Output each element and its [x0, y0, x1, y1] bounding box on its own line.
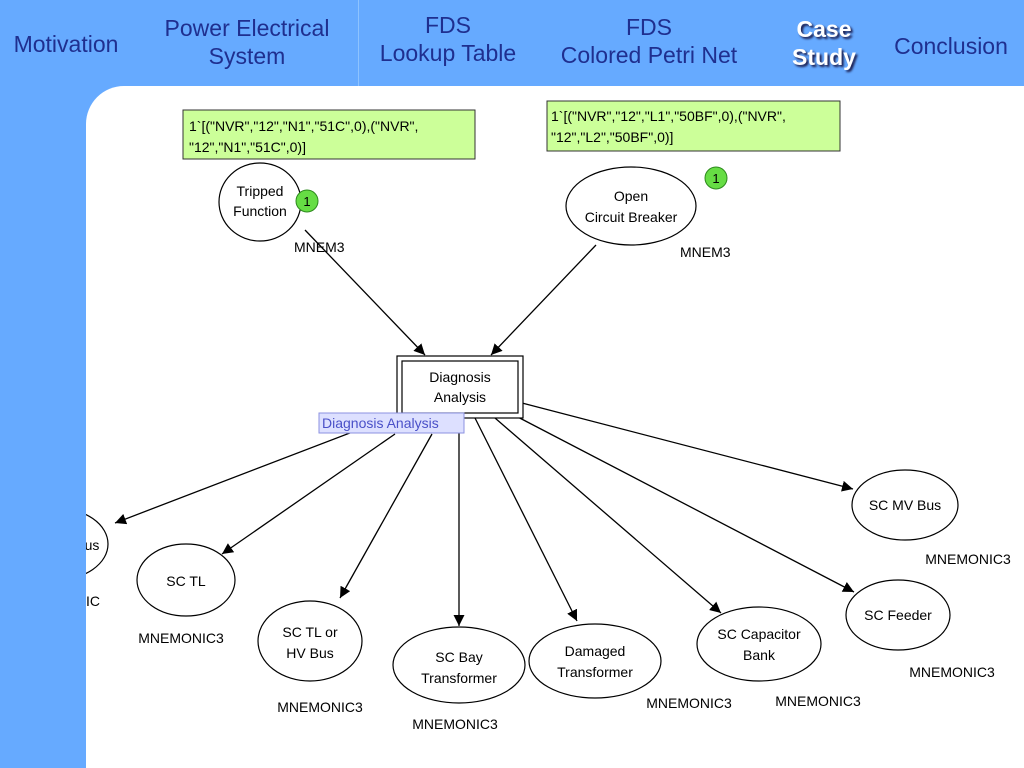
place-capacitor-line2: Bank — [743, 647, 776, 663]
navigation-bar: Motivation Power Electrical System FDS L… — [0, 0, 1024, 86]
token-count-tripped-label: 1 — [303, 194, 310, 209]
nav-motivation-label: Motivation — [13, 31, 119, 57]
token-count-breaker-label: 1 — [712, 171, 719, 186]
token-breaker-line1: 1`[("NVR","12","L1","50BF",0),("NVR", — [551, 108, 786, 124]
arc-diagnosis-to-sc-mv-bus — [521, 402, 854, 492]
arc-tripped-to-diagnosis — [304, 229, 426, 356]
place-sc-tl-or-hv-bus[interactable]: SC TL or HV Bus — [257, 600, 363, 682]
arc-diagnosis-to-sc-tl — [221, 433, 396, 555]
token-breaker-line2: "12","L2","50BF",0)] — [551, 129, 673, 145]
place-sc-tl-type: MNEMONIC3 — [138, 630, 224, 646]
place-sc-hv-bus-line1: SC HV Bus — [86, 537, 99, 553]
place-feeder-line1: SC Feeder — [864, 607, 932, 623]
transition-name-tag: Diagnosis Analysis — [318, 412, 465, 434]
place-open-circuit-breaker[interactable]: Open Circuit Breaker — [565, 166, 697, 246]
nav-case-label-line2: Study — [792, 44, 856, 70]
place-sc-bay-type: MNEMONIC3 — [412, 716, 498, 732]
place-capacitor-line1: SC Capacitor — [717, 626, 801, 642]
token-tripped-line1: 1`[("NVR","12","N1","51C",0),("NVR", — [189, 118, 418, 134]
place-tripped-function[interactable]: Tripped Function — [218, 162, 302, 242]
token-box-breaker: 1`[("NVR","12","L1","50BF",0),("NVR", "1… — [546, 100, 841, 152]
nav-conclusion[interactable]: Conclusion — [890, 32, 1012, 60]
nav-power-label-line1: Power Electrical — [164, 15, 330, 41]
place-sc-hv-bus-type: MNEMONIC — [86, 593, 100, 609]
place-tripped-type: MNEM3 — [294, 239, 345, 255]
transition-diagnosis-analysis[interactable]: Diagnosis Analysis — [396, 355, 524, 419]
place-sc-tl-hv-line2: HV Bus — [286, 645, 333, 661]
place-sc-mv-bus[interactable]: SC MV Bus — [851, 469, 959, 541]
token-count-tripped: 1 — [295, 189, 319, 213]
place-damaged-line1: Damaged — [565, 643, 626, 659]
transition-line1: Diagnosis — [429, 369, 490, 385]
transition-tag-label: Diagnosis Analysis — [322, 415, 439, 431]
place-sc-bay-line2: Transformer — [421, 670, 497, 686]
arc-breaker-to-diagnosis — [490, 244, 597, 356]
nav-lookup-label-line2: Lookup Table — [379, 40, 517, 66]
place-feeder-type: MNEMONIC3 — [909, 664, 995, 680]
nav-case-study[interactable]: Case Study — [782, 15, 866, 71]
place-sc-bay-transformer[interactable]: SC Bay Transformer — [392, 626, 526, 704]
place-capacitor-type: MNEMONIC3 — [775, 693, 861, 709]
token-box-tripped: 1`[("NVR","12","N1","51C",0),("NVR", "12… — [182, 109, 476, 160]
transition-line2: Analysis — [434, 389, 486, 405]
place-sc-feeder[interactable]: SC Feeder — [845, 579, 951, 651]
place-breaker-type: MNEM3 — [680, 244, 731, 260]
place-tripped-line2: Function — [233, 203, 287, 219]
place-sc-tl-hv-line1: SC TL or — [282, 624, 338, 640]
nav-case-label-line1: Case — [796, 16, 852, 42]
place-sc-capacitor-bank[interactable]: SC Capacitor Bank — [696, 606, 822, 682]
slide-content-panel: 1`[("NVR","12","N1","51C",0),("NVR", "12… — [86, 86, 1024, 768]
arc-diagnosis-to-damaged-transformer — [474, 417, 578, 622]
petri-net-diagram: 1`[("NVR","12","N1","51C",0),("NVR", "12… — [86, 100, 1011, 732]
nav-power-label-line2: System — [208, 43, 286, 69]
place-mv-bus-line1: SC MV Bus — [869, 497, 941, 513]
nav-conclusion-label: Conclusion — [894, 33, 1008, 59]
place-sc-bay-line1: SC Bay — [435, 649, 482, 665]
nav-motivation[interactable]: Motivation — [8, 30, 124, 58]
place-damaged-line2: Transformer — [557, 664, 633, 680]
nav-power-electrical-system[interactable]: Power Electrical System — [152, 14, 342, 70]
place-sc-hv-bus[interactable]: SC HV Bus — [86, 508, 109, 580]
place-mv-bus-type: MNEMONIC3 — [925, 551, 1011, 567]
nav-divider — [358, 0, 359, 86]
place-breaker-line2: Circuit Breaker — [585, 209, 678, 225]
token-count-breaker: 1 — [704, 166, 728, 190]
nav-fds-colored-petri-net[interactable]: FDS Colored Petri Net — [550, 13, 748, 69]
nav-lookup-label-line1: FDS — [425, 12, 471, 38]
token-tripped-line2: "12","N1","51C",0)] — [189, 139, 306, 155]
place-damaged-type: MNEMONIC3 — [646, 695, 732, 711]
place-sc-tl-hv-type: MNEMONIC3 — [277, 699, 363, 715]
place-damaged-transformer[interactable]: Damaged Transformer — [528, 623, 662, 699]
arc-diagnosis-to-sc-tl-hv-bus — [339, 433, 433, 599]
place-breaker-line1: Open — [614, 188, 648, 204]
place-sc-tl[interactable]: SC TL — [136, 543, 236, 617]
nav-fds-lookup-table[interactable]: FDS Lookup Table — [372, 11, 524, 67]
arc-diagnosis-to-sc-feeder — [511, 413, 855, 593]
arc-diagnosis-to-sc-capacitor-bank — [494, 417, 722, 614]
nav-petri-label-line2: Colored Petri Net — [560, 42, 738, 68]
place-tripped-line1: Tripped — [237, 183, 284, 199]
place-sc-tl-line1: SC TL — [166, 573, 206, 589]
nav-petri-label-line1: FDS — [626, 14, 672, 40]
